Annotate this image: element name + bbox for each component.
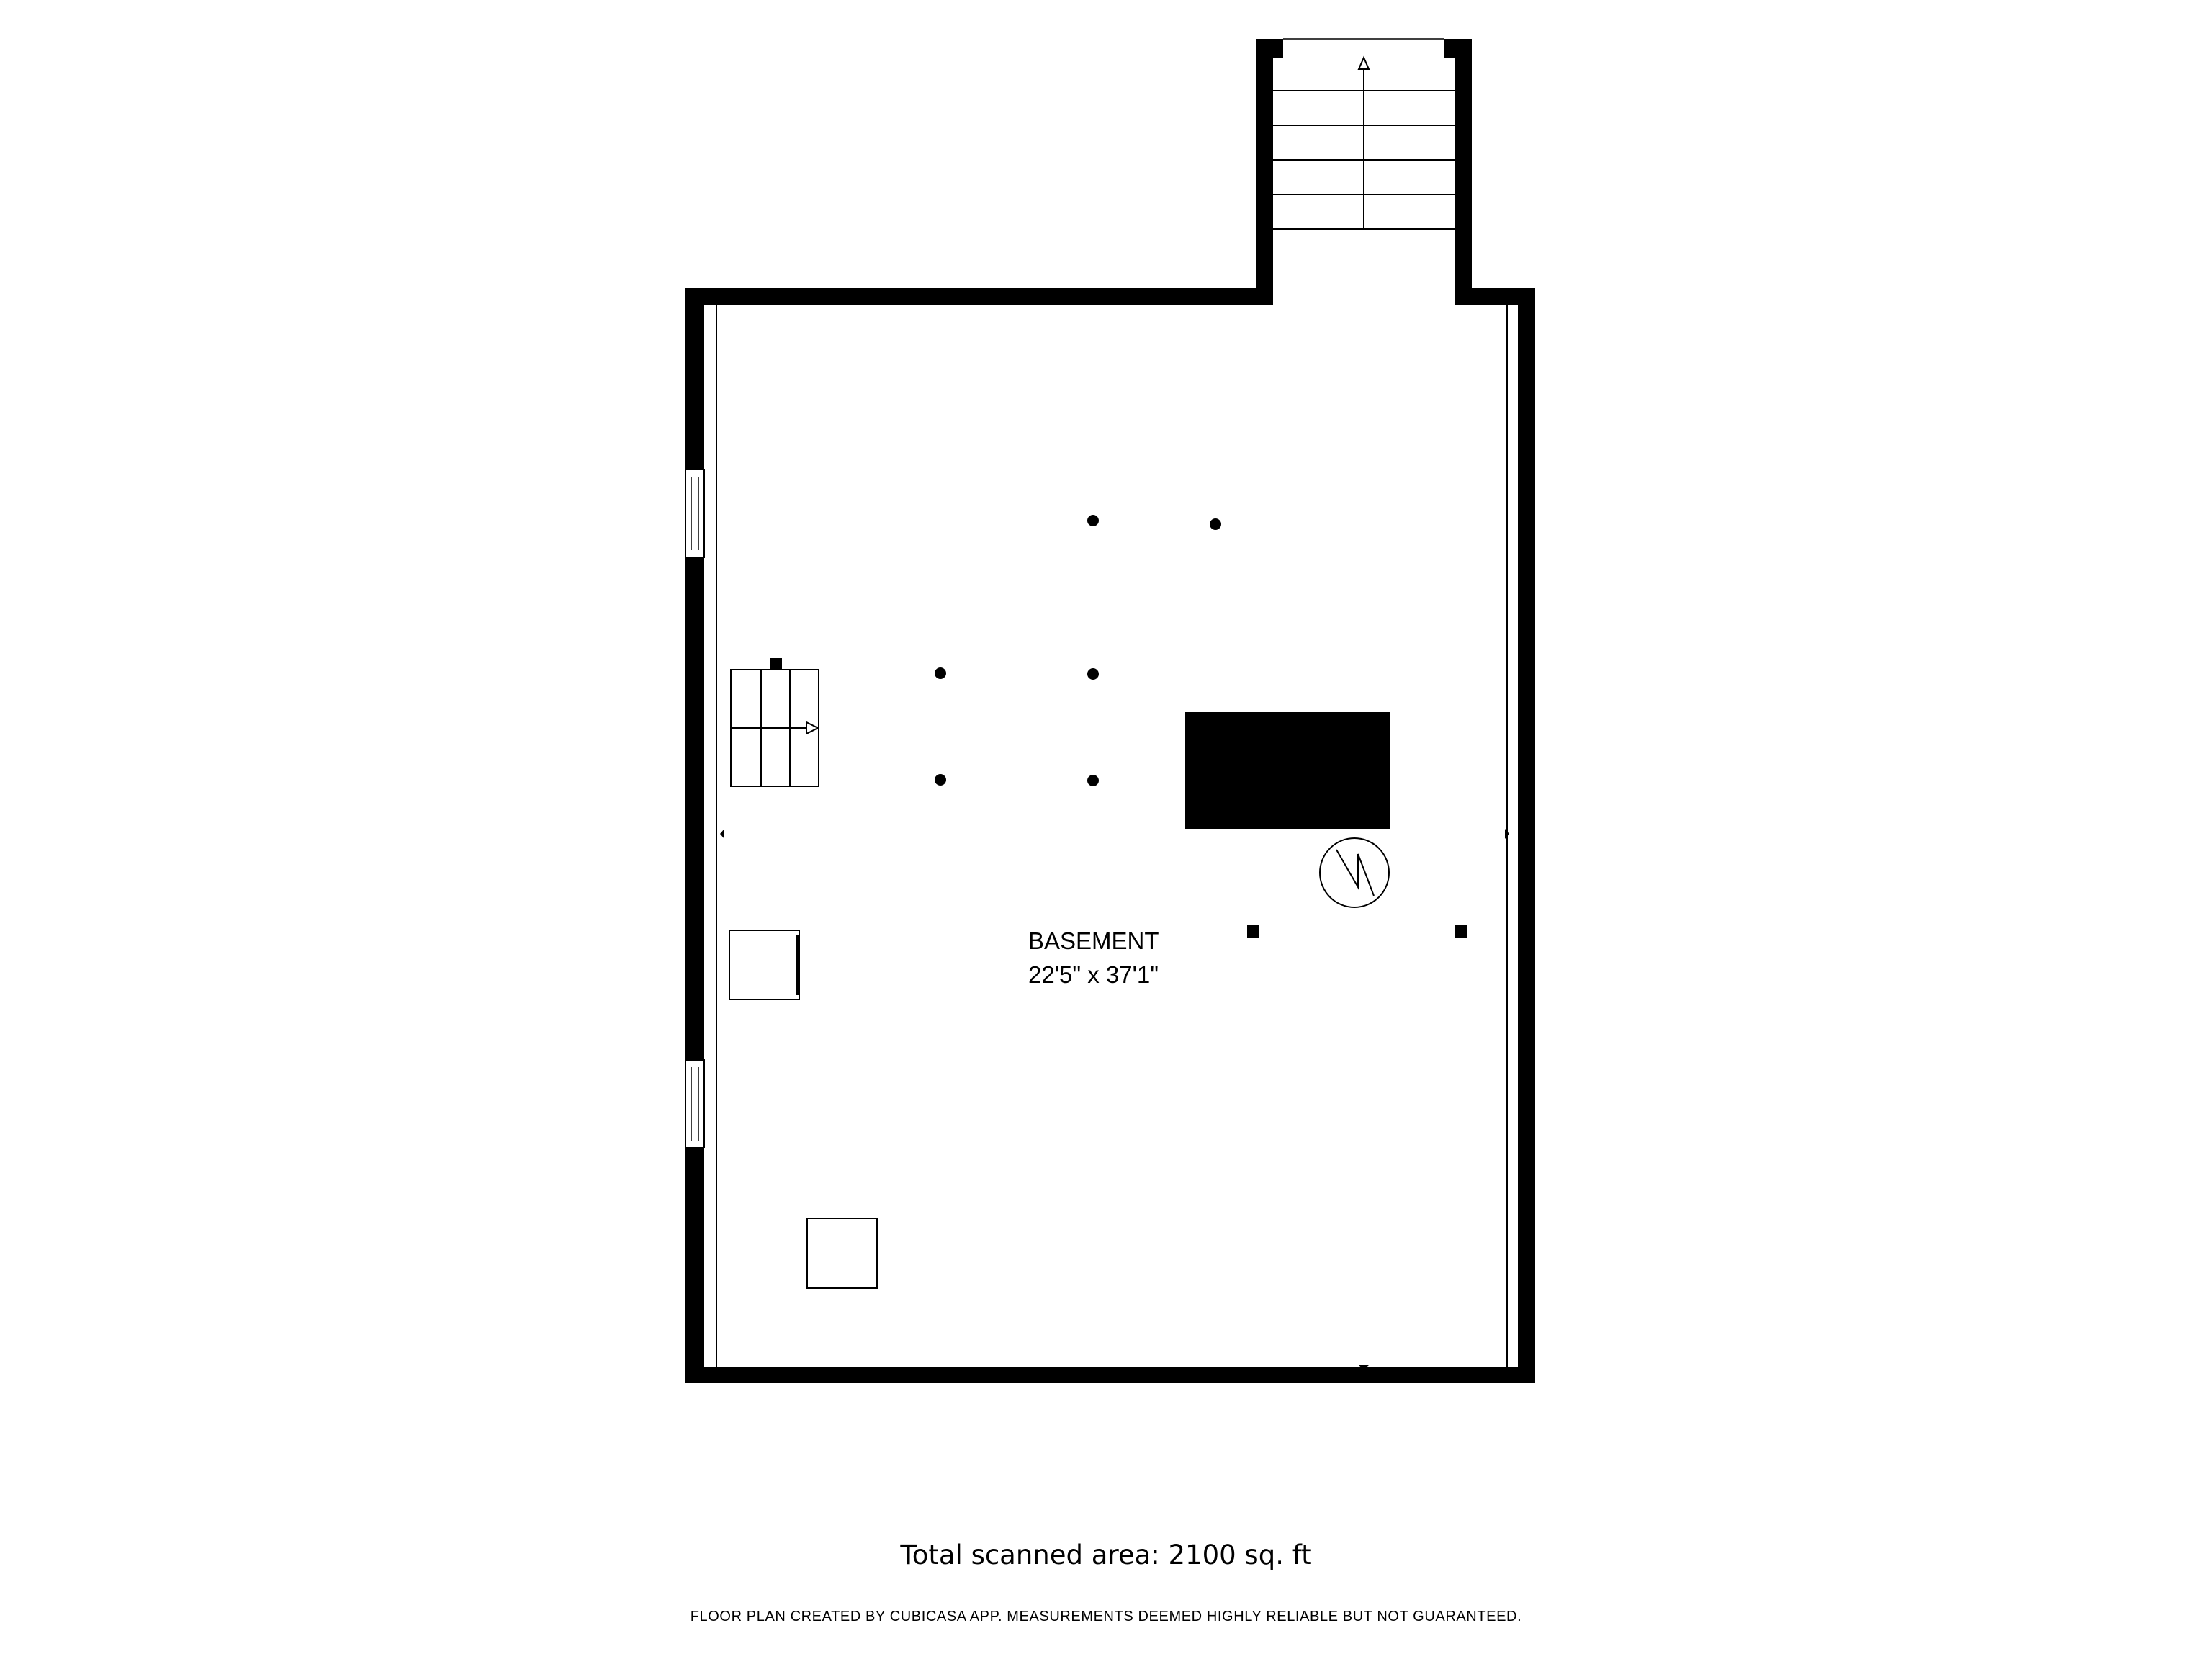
post (935, 774, 946, 786)
window-lower (685, 1059, 705, 1148)
post (770, 658, 782, 670)
marker-bottom-icon (1359, 1365, 1369, 1370)
post (1210, 518, 1221, 530)
support-posts (770, 515, 1467, 938)
wall-markers (720, 829, 1509, 1370)
room-dimensions: 22'5" x 37'1" (1028, 961, 1159, 988)
post (1455, 925, 1467, 938)
stair-jamb-right (1444, 39, 1455, 58)
post (1087, 668, 1099, 680)
appliance-box (729, 930, 800, 1000)
marker-left-icon (720, 829, 724, 839)
room-name: BASEMENT (1028, 927, 1159, 954)
post (1087, 775, 1099, 786)
total-area-label: Total scanned area: 2100 sq. ft (900, 1539, 1312, 1570)
utility-box (806, 1218, 878, 1289)
disclaimer-text: FLOOR PLAN CREATED BY CUBICASA APP. MEAS… (690, 1609, 1522, 1624)
staircase (1273, 55, 1455, 230)
stair-opening (1283, 39, 1444, 58)
exterior-walls (685, 39, 1535, 1382)
water-heater-icon (1319, 837, 1390, 908)
furnace (1185, 712, 1390, 829)
small-staircase (730, 669, 820, 787)
arrow-icon (806, 721, 820, 735)
post (935, 667, 946, 679)
window-upper (685, 469, 705, 558)
stair-jamb-left (1273, 39, 1283, 58)
post (1247, 925, 1259, 938)
stair-arrow-icon (1357, 55, 1370, 70)
marker-right-icon (1505, 829, 1509, 839)
post (1087, 515, 1099, 526)
